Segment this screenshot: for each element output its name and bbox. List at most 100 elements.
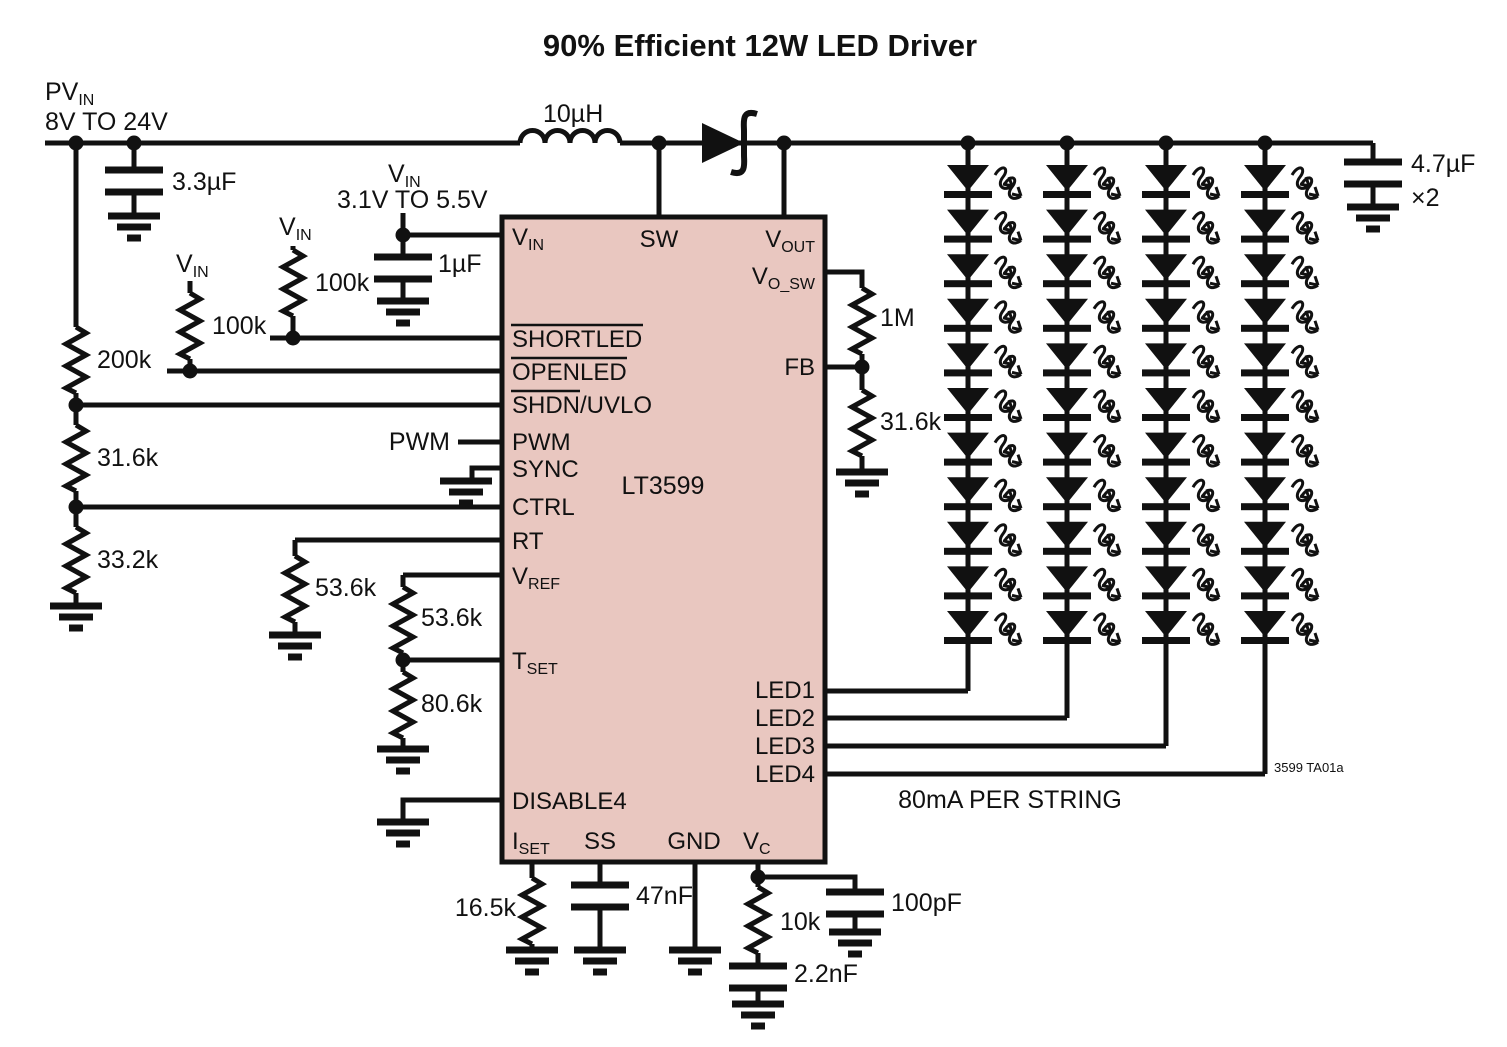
pin-disable4: DISABLE4 — [512, 788, 627, 815]
pin-shdn-uvlo: SHDN/UVLO — [512, 392, 652, 419]
junction-dot — [651, 135, 667, 151]
junction-dot — [68, 135, 84, 151]
resistor-31k6-fb — [852, 390, 872, 456]
pin-gnd: GND — [667, 828, 720, 855]
label-1uf: 1µF — [438, 250, 482, 278]
vc-cap-symbol — [729, 966, 787, 988]
led-diode — [1142, 298, 1190, 332]
junction-dot — [68, 397, 84, 413]
led-diode — [1142, 566, 1190, 600]
led-diode — [1241, 521, 1289, 555]
ic-part-number: LT3599 — [622, 472, 705, 500]
led-diode — [1043, 566, 1091, 600]
ground-tset — [377, 749, 429, 771]
junction-dot — [182, 363, 198, 379]
led-string-4 — [825, 135, 1320, 777]
led-diode — [1043, 298, 1091, 332]
led-diode — [1241, 388, 1289, 421]
diode-schottky-bar — [730, 109, 758, 177]
junction-dot — [285, 330, 301, 346]
resistor-100k-openled — [180, 293, 200, 359]
resistor-53k6-vref — [393, 587, 413, 653]
vin-bypass-cap-symbol — [374, 257, 432, 279]
wire-vref-tset — [400, 572, 502, 749]
led-diode — [944, 432, 992, 466]
junction-dot — [776, 135, 792, 151]
label-31k6-divider: 31.6k — [97, 444, 159, 472]
led-diode — [1043, 477, 1091, 511]
led-diode — [1142, 521, 1190, 555]
junction-dot — [1158, 135, 1174, 151]
resistor-80k6 — [393, 672, 413, 738]
wire-sync — [469, 465, 502, 481]
junction-dot — [854, 359, 870, 375]
ground-disable4 — [377, 822, 429, 844]
led-diode — [1241, 343, 1289, 377]
wire-disable4 — [400, 797, 502, 822]
junction-dot — [1257, 135, 1273, 151]
resistor-1m — [852, 288, 872, 354]
led-diode — [944, 611, 992, 644]
led-diode — [1043, 254, 1091, 288]
schematic-title: 90% Efficient 12W LED Driver — [543, 28, 977, 63]
pin-led2: LED2 — [755, 705, 815, 732]
led-diode — [1142, 343, 1190, 377]
ground-vc-filter — [829, 932, 881, 954]
led-strings — [825, 135, 1320, 777]
led-diode — [1241, 254, 1289, 288]
inductor-symbol — [517, 128, 623, 144]
led-diode — [944, 209, 992, 243]
junction-dot — [68, 499, 84, 515]
led-diode — [1043, 432, 1091, 466]
led-diode — [1241, 298, 1289, 332]
junction-dot — [750, 869, 766, 885]
pin-pwm: PWM — [512, 429, 571, 456]
led-diode — [944, 298, 992, 332]
label-100k-openled: 100k — [212, 312, 267, 340]
label-2n2: 2.2nF — [794, 960, 858, 988]
led-diode — [944, 343, 992, 377]
led-diode — [1043, 388, 1091, 421]
label-output-cap: 4.7µF — [1411, 150, 1475, 178]
pin-tset: TSET — [512, 648, 558, 678]
resistor-33k2 — [66, 527, 86, 593]
pin-sw: SW — [640, 226, 679, 253]
label-47nf: 47nF — [636, 882, 693, 910]
diode-symbol — [702, 123, 744, 163]
led-diode — [1043, 209, 1091, 243]
junction-dot — [126, 135, 142, 151]
junction-dot — [1059, 135, 1075, 151]
led-diode — [1142, 611, 1190, 644]
label-led-current: 80mA PER STRING — [898, 786, 1122, 814]
vc-filter-cap-symbol — [826, 892, 884, 914]
ic-lt3599-body — [499, 214, 828, 865]
output-cap-symbol — [1344, 162, 1402, 184]
led-diode — [944, 566, 992, 600]
led-diode — [1142, 477, 1190, 511]
led-diode — [944, 254, 992, 288]
label-vin-supply: VIN — [388, 160, 421, 191]
label-pvin-range: 8V TO 24V — [45, 108, 168, 136]
label-input-cap: 3.3µF — [172, 168, 236, 196]
ic-pin-labels: VIN SW VOUT VO_SW SHORTLED OPENLED SHDN/… — [511, 224, 816, 858]
led-diode — [944, 165, 992, 198]
pin-vin: VIN — [512, 224, 544, 254]
label-80k6: 80.6k — [421, 690, 483, 718]
ground-ss — [574, 950, 626, 972]
external-labels: PVIN 8V TO 24V 3.3µF 200k 31.6k 33.2k VI… — [45, 78, 1475, 988]
label-output-cap-qty: ×2 — [1411, 184, 1440, 212]
label-33k2: 33.2k — [97, 546, 159, 574]
led-diode — [1142, 254, 1190, 288]
ground-input-cap — [108, 216, 160, 238]
led-diode — [1043, 611, 1091, 644]
pin-fb: FB — [784, 354, 815, 381]
ss-cap-symbol — [571, 885, 629, 907]
led-string-2 — [825, 135, 1122, 721]
pin-shortled: SHORTLED — [512, 326, 642, 353]
label-vin-pullup2: VIN — [279, 213, 312, 244]
ground-vin-cap — [377, 301, 429, 323]
junction-dot — [395, 652, 411, 668]
label-16k5: 16.5k — [455, 894, 517, 922]
led-diode — [944, 388, 992, 421]
pin-ctrl: CTRL — [512, 494, 575, 521]
